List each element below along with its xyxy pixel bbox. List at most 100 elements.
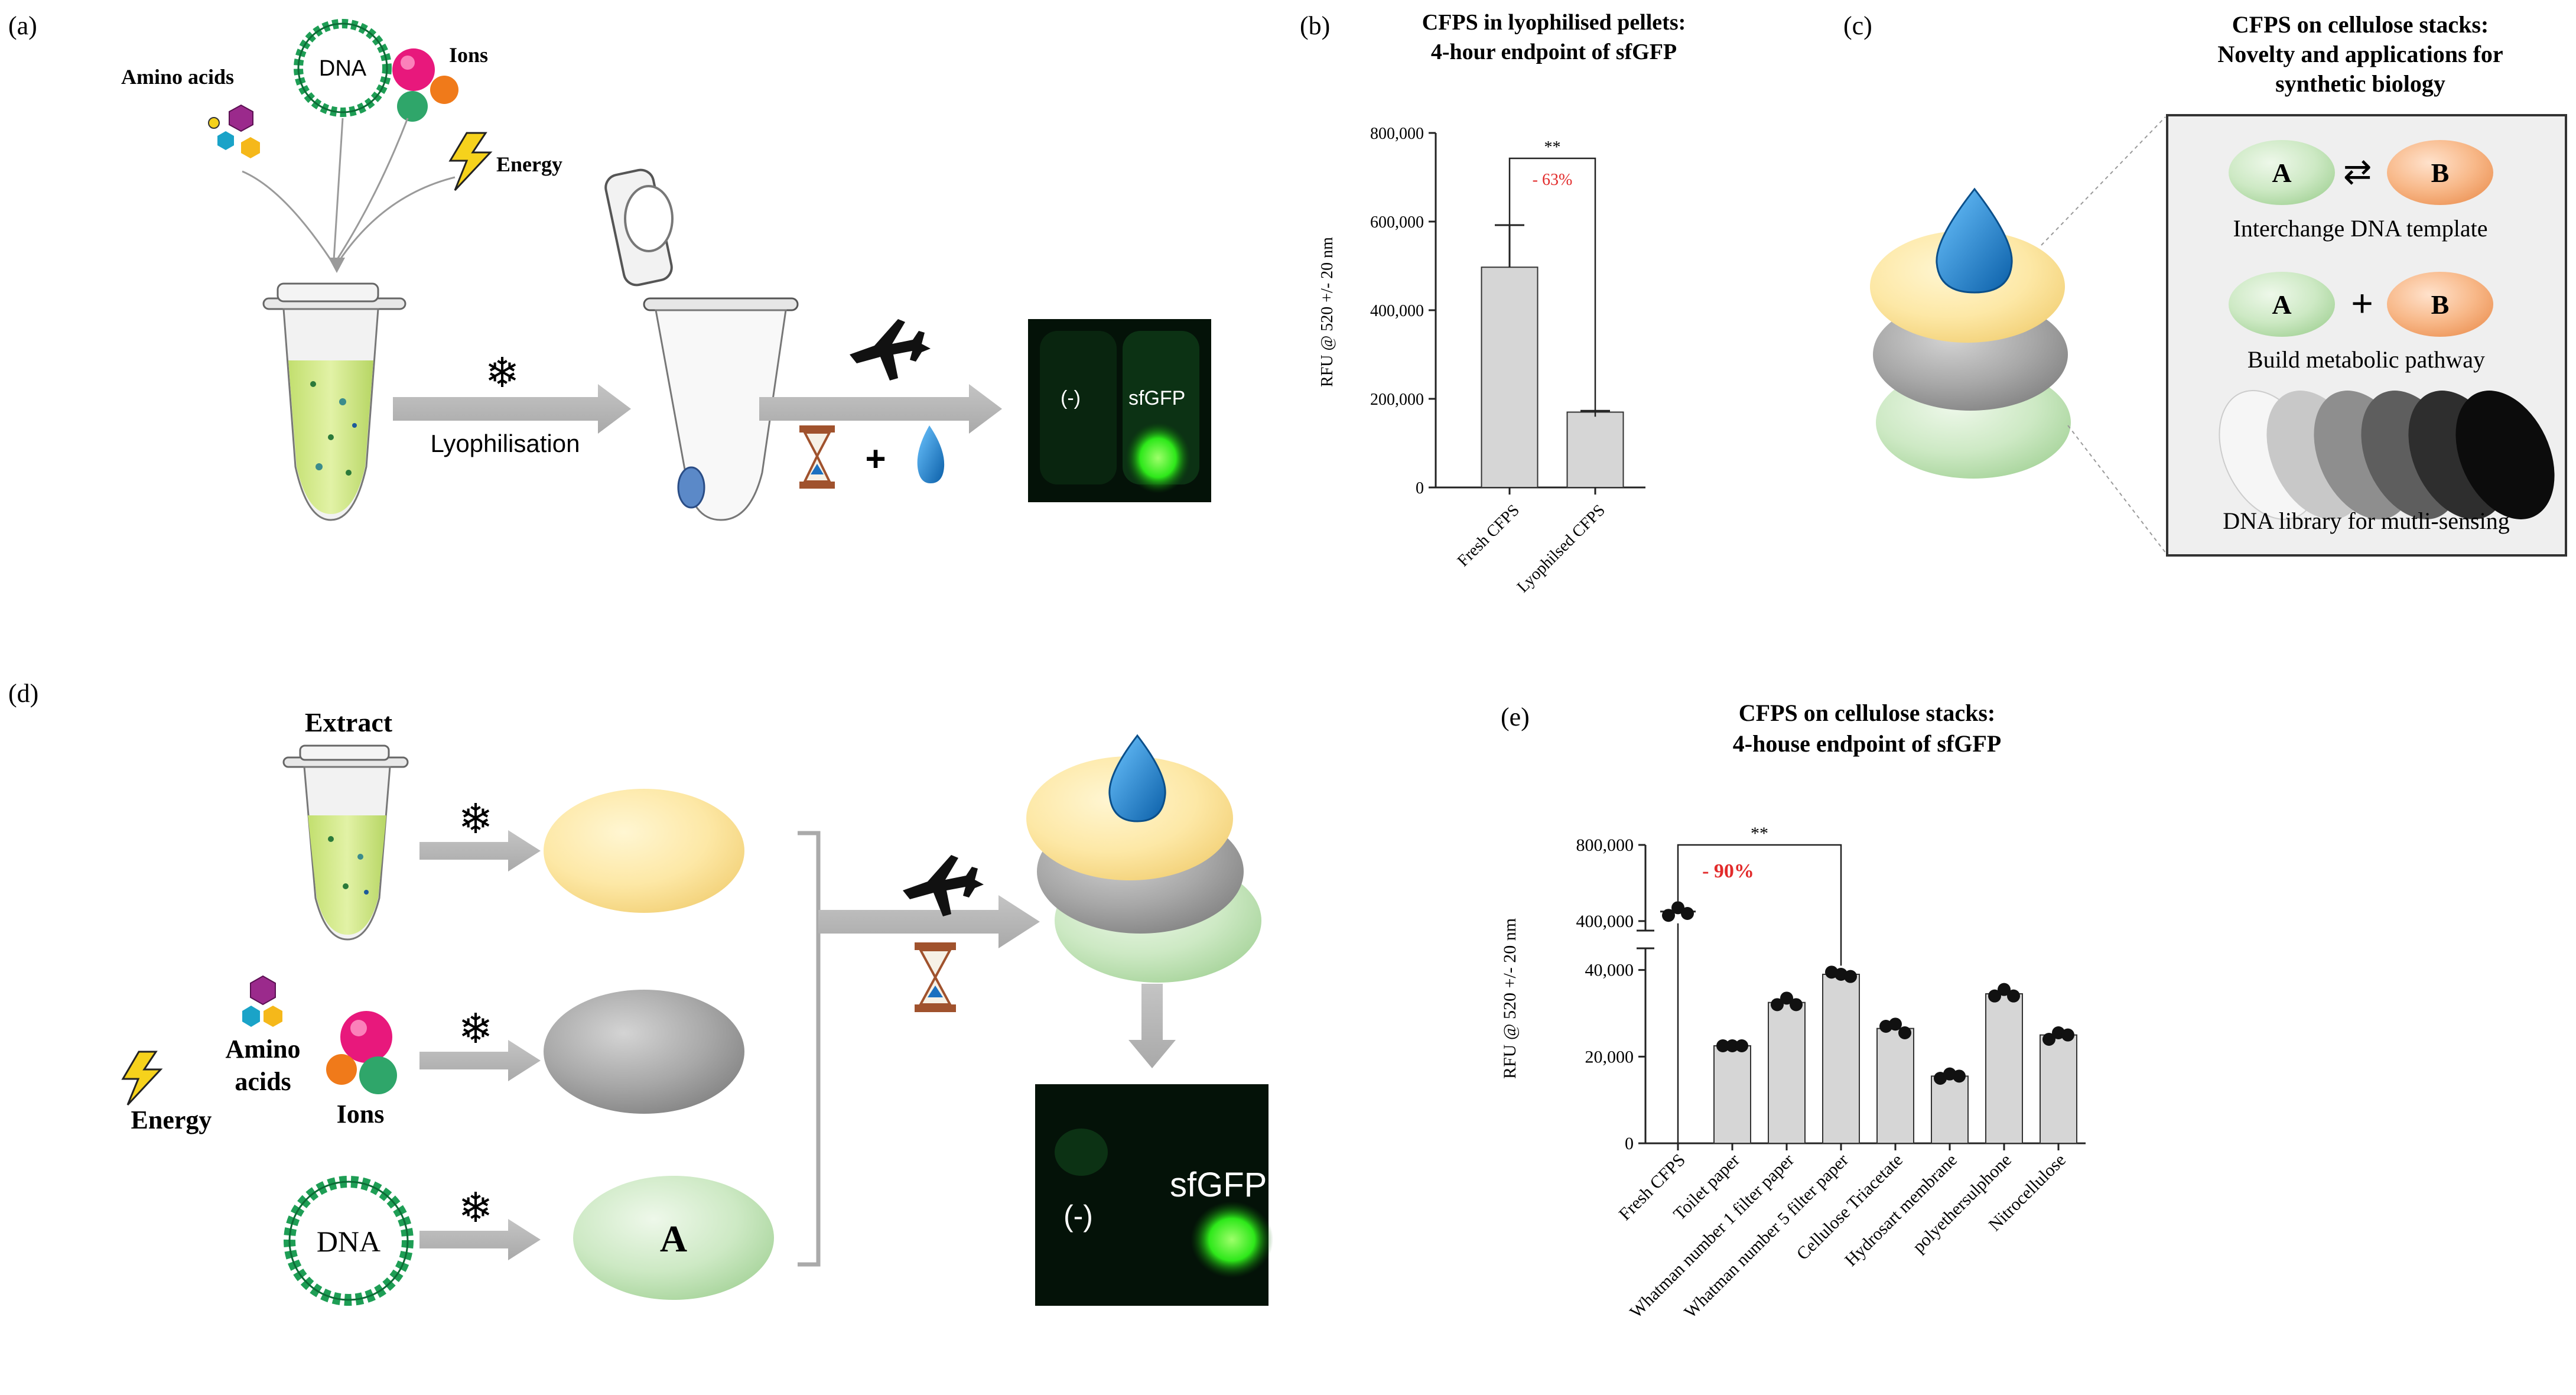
panel-label-a: (a): [8, 11, 37, 40]
interchange-label: Interchange DNA template: [2233, 215, 2488, 242]
dna-library-discs: [2219, 390, 2555, 520]
arrow-d-stack: [818, 895, 1040, 948]
energy-label: Energy: [496, 152, 562, 176]
snowflake-icon-d1: ❄: [458, 796, 493, 842]
bar: [1985, 993, 2023, 1144]
significance-stars: **: [1544, 138, 1561, 157]
stack-water-drop-icon-d: [1108, 734, 1166, 822]
y-tick-label: 800,000: [1576, 835, 1634, 855]
ions-label-d: Ions: [337, 1100, 385, 1129]
panel-label-c: (c): [1843, 11, 1872, 40]
lightning-icon-d: [121, 1051, 163, 1106]
arrow-d-3: [419, 1219, 541, 1260]
disc-a-2: [2229, 272, 2335, 337]
disc-a-1-label: A: [2272, 158, 2291, 188]
ions-icon: [392, 48, 458, 122]
hourglass-icon: [799, 425, 835, 489]
panel-c: CFPS on cellulose stacks: Novelty and ap…: [1870, 11, 2567, 557]
zoom-line-top: [2041, 116, 2166, 246]
water-drop-icon: [917, 425, 945, 483]
neg-control-label: (-): [1061, 387, 1081, 409]
panel-label-b: (b): [1300, 11, 1330, 40]
bar: [1822, 974, 1860, 1144]
arrow-d-1: [419, 830, 541, 872]
plus-icon: +: [2351, 282, 2373, 324]
ions-label: Ions: [449, 43, 488, 67]
extract-tube-icon-d: [282, 744, 409, 941]
chart-e-ylabel: RFU @ 520 +/- 20 nm: [1500, 918, 1520, 1079]
panel-a: DNA Amino acids Ions Energy: [121, 19, 1211, 521]
significance-bracket: [1677, 844, 1842, 966]
data-point: [1790, 998, 1803, 1012]
y-tick-label: 20,000: [1585, 1047, 1634, 1066]
dna-label-d: DNA: [317, 1225, 380, 1258]
bar: [1481, 266, 1539, 488]
bar: [1566, 411, 1624, 488]
chart-b-ylabel: RFU @ 520 +/- 20 nm: [1318, 237, 1336, 387]
y-tick-label: 600,000: [1370, 213, 1424, 232]
significance-change: - 90%: [1702, 860, 1754, 882]
data-point: [2042, 1033, 2055, 1046]
disc-b-2-label: B: [2431, 290, 2450, 320]
snowflake-icon: ❄: [485, 350, 520, 396]
panel-c-title-2: Novelty and applications for: [2217, 41, 2503, 67]
data-point: [1780, 991, 1793, 1005]
y-tick-label: 40,000: [1585, 961, 1634, 980]
disc-b-1: [2387, 140, 2493, 205]
dna-label: DNA: [319, 56, 367, 81]
bracket: [798, 831, 821, 1267]
hourglass-icon-d: [915, 942, 956, 1012]
transport-arrow: [759, 384, 1002, 434]
significance-change: - 63%: [1533, 171, 1573, 189]
panel-d: Extract Amino acids Ions Energy: [121, 707, 1273, 1306]
bar: [2040, 1034, 2077, 1144]
fluorescence-photo: [1028, 319, 1211, 502]
fluorescence-photo-d: [1035, 1084, 1273, 1306]
dna-plasmid-icon: [294, 19, 392, 117]
plus-sign: +: [865, 439, 886, 479]
build-label: Build metabolic pathway: [2248, 346, 2485, 373]
ions-icon-d: [326, 1011, 397, 1094]
panel-c-title-3: synthetic biology: [2275, 70, 2445, 97]
amino-label-2: acids: [235, 1067, 291, 1096]
disc-b-1-label: B: [2431, 158, 2450, 188]
bar: [1768, 1001, 1806, 1144]
yellow-disc-d: [544, 789, 744, 913]
data-point: [1844, 970, 1857, 983]
sfgfp-label-d: sfGFP: [1170, 1166, 1267, 1204]
stack-water-drop-icon: [1936, 187, 2013, 294]
data-point: [1889, 1017, 1902, 1031]
data-point: [1671, 901, 1684, 915]
extract-label: Extract: [305, 707, 393, 737]
data-point: [1988, 989, 2001, 1003]
y-tick-label: 400,000: [1370, 302, 1424, 320]
green-disc-d: [573, 1176, 774, 1300]
lyophilisation-label: Lyophilisation: [431, 430, 580, 457]
sfgfp-label: sfGFP: [1128, 387, 1185, 409]
bar: [1876, 1027, 1914, 1144]
data-point: [1998, 983, 2011, 996]
panel-c-title-1: CFPS on cellulose stacks:: [2232, 11, 2489, 38]
data-point: [1898, 1026, 1911, 1039]
amino-acids-icon-d: [242, 975, 282, 1027]
library-label: DNA library for mutli-sensing: [2223, 508, 2510, 534]
x-tick-label: Fresh CFPS: [1454, 501, 1523, 570]
amino-label-1: Amino: [225, 1035, 300, 1064]
y-tick-label: 800,000: [1370, 125, 1424, 143]
airplane-icon-d: [903, 855, 984, 916]
converge-arrowhead: [328, 258, 345, 273]
lyophilisation-arrow: [393, 384, 631, 434]
disc-a-2-label: A: [2272, 290, 2291, 320]
data-point: [2061, 1028, 2074, 1042]
panel-label-d: (d): [8, 679, 38, 708]
airplane-icon: [850, 319, 931, 381]
amino-acids-icon: [208, 104, 260, 158]
amino-acids-label: Amino acids: [121, 65, 234, 89]
disc-a-1: [2229, 140, 2335, 205]
pellet-tube-icon: [604, 168, 799, 521]
converging-lines: [242, 118, 456, 261]
data-point: [1716, 1039, 1729, 1052]
data-point: [1953, 1069, 1966, 1083]
x-tick-label: Lyophilsed CFPS: [1514, 501, 1609, 596]
